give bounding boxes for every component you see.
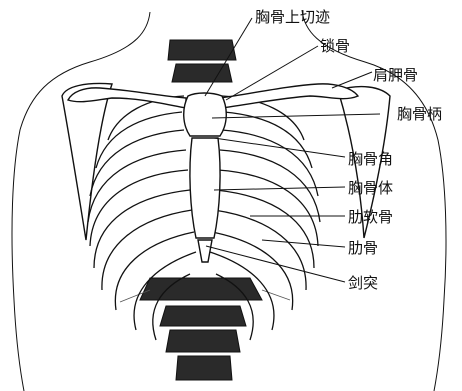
scapula-left	[62, 84, 112, 241]
xiphoid-process	[198, 240, 212, 262]
label-costal-cartilage: 肋软骨	[348, 208, 393, 226]
clavicle-right	[220, 84, 358, 108]
label-sternum-body: 胸骨体	[348, 179, 393, 197]
sternum-body	[190, 138, 220, 238]
ribs-left	[88, 96, 196, 340]
label-rib: 肋骨	[348, 239, 378, 257]
labels: 胸骨上切迹 锁骨 肩胛骨 胸骨柄 胸骨角 胸骨体 肋软骨 肋骨 剑突	[255, 8, 442, 292]
label-manubrium: 胸骨柄	[397, 105, 442, 123]
label-clavicle: 锁骨	[320, 37, 350, 55]
label-jugular-notch: 胸骨上切迹	[255, 8, 330, 26]
label-sternal-angle: 胸骨角	[348, 150, 393, 168]
sternum	[184, 93, 227, 262]
label-scapula: 肩胛骨	[373, 66, 418, 84]
label-xiphoid: 剑突	[348, 274, 378, 292]
manubrium	[184, 93, 227, 136]
ribs-right	[210, 96, 320, 340]
